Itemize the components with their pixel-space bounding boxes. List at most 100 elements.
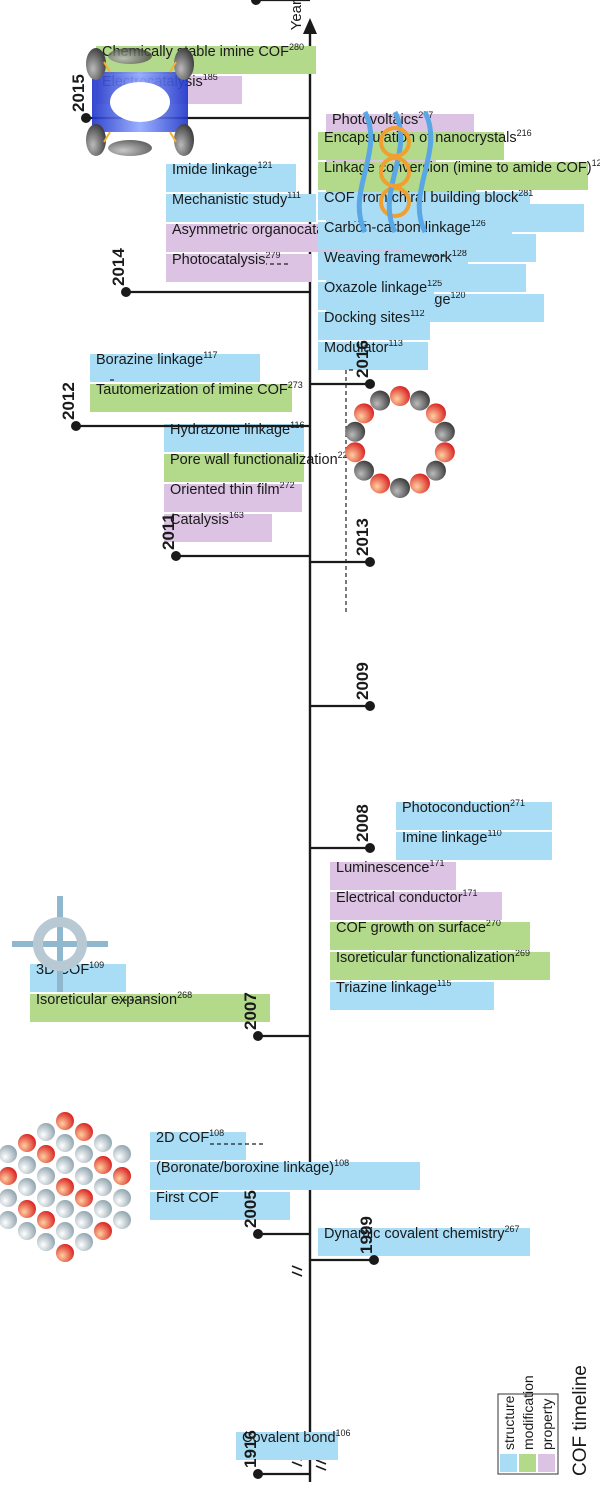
event-item-box — [330, 952, 550, 980]
event-item-box — [318, 192, 530, 220]
illustration-connectors — [110, 255, 446, 1145]
event-item-box — [164, 484, 302, 512]
illustration-dynamic-cof-cage — [86, 48, 194, 156]
event-item-label: Tautomerization of imine COF273 — [96, 380, 303, 398]
event-item-label: Triazine linkage115 — [336, 978, 451, 996]
event-item-label: Imine linkage110 — [402, 828, 502, 846]
event-year-label: 2013 — [353, 518, 372, 556]
event-item-label: Carbon-carbon linkage126 — [324, 218, 486, 236]
event-item-label: Hydrazone linkage116 — [170, 420, 304, 438]
event-item-box — [30, 994, 270, 1022]
event-item-box — [150, 1132, 246, 1160]
event-dot — [369, 1255, 379, 1265]
event-dot — [251, 0, 261, 5]
event-item-label: First COF — [156, 1190, 219, 1206]
axis-label-year: Year — [288, 0, 305, 30]
event-item-label: Docking sites112 — [324, 308, 425, 326]
event-year-label: 1999 — [357, 1216, 376, 1254]
legend-swatch-modification — [519, 1454, 536, 1472]
event-item-label: Imide linkage121 — [172, 160, 272, 178]
event-item-box — [90, 354, 260, 382]
event-2012: Tautomerization of imine COF273 Borazine … — [59, 350, 310, 431]
event-year-label: 2011 — [159, 513, 178, 550]
event-year-label: 2016 — [353, 340, 372, 378]
event-dot — [365, 557, 375, 567]
event-item-box — [150, 1192, 290, 1220]
event-item-box — [96, 46, 316, 74]
event-item-box — [318, 252, 468, 280]
event-year-label: 2007 — [241, 992, 260, 1030]
event-item-label: Isoreticular functionalization269 — [336, 948, 530, 966]
event-item-label: Oriented thin film272 — [170, 480, 295, 498]
event-item-box — [318, 1228, 530, 1256]
event-dot — [121, 287, 131, 297]
illustration-pore-wall-ring — [345, 386, 455, 498]
event-2017: Dynamic COF2392017 — [251, 0, 310, 5]
event-item-label: Linkage conversion (imine to amide COF)1… — [324, 158, 600, 176]
event-item-box — [164, 514, 272, 542]
event-item-box — [318, 282, 434, 310]
event-item-label: Mechanistic study111 — [172, 190, 301, 208]
event-year-label: 2014 — [109, 248, 128, 286]
legend-swatch-structure — [500, 1454, 517, 1472]
event-dot — [81, 113, 91, 123]
event-2005: First COF(Boronate/boroxine linkage)1082… — [150, 1128, 420, 1239]
event-item-box — [30, 964, 126, 992]
event-dot — [365, 843, 375, 853]
legend-label-modification: modification — [520, 1375, 536, 1450]
legend-label-structure: structure — [501, 1395, 517, 1450]
event-item-box — [396, 832, 552, 860]
event-item-label: Weaving framework128 — [324, 248, 467, 266]
event-year-label: 2015 — [69, 74, 88, 112]
illustration-weaving-framework — [356, 110, 434, 234]
event-item-box — [164, 454, 304, 482]
event-dot — [171, 551, 181, 561]
event-dot — [365, 701, 375, 711]
event-dot — [253, 1031, 263, 1041]
event-item-box — [318, 132, 504, 160]
event-item-box — [166, 254, 312, 282]
event-dot — [253, 1229, 263, 1239]
event-item-label: Oxazole linkage125 — [324, 278, 442, 296]
event-item-label: Borazine linkage117 — [96, 350, 218, 368]
legend-box — [497, 1393, 559, 1475]
event-item-label: COF growth on surface270 — [336, 918, 501, 936]
event-item-label: Pore wall functionalization221 — [170, 450, 353, 468]
event-item-label: Electrical conductor171 — [336, 888, 478, 906]
event-item-label: Catalysis163 — [170, 510, 244, 528]
event-dot — [71, 421, 81, 431]
event-item-label: (Boronate/boroxine linkage)108 — [156, 1158, 349, 1176]
axis-break-2 — [291, 1265, 303, 1277]
legend-title: COF timeline — [570, 1365, 591, 1476]
event-item-label: Dynamic covalent chemistry267 — [324, 1224, 520, 1242]
event-item-box — [396, 802, 552, 830]
illustration-3d-cof-network — [12, 896, 108, 992]
event-item-box — [150, 1162, 420, 1190]
event-year-label: 2008 — [353, 804, 372, 842]
event-item-label: Photocatalysis279 — [172, 250, 281, 268]
event-item-label: Photovoltaics277 — [332, 110, 433, 128]
event-dot — [253, 1469, 263, 1479]
event-year-label: 1916 — [241, 1430, 260, 1468]
event-item-box — [330, 892, 502, 920]
event-item-box — [330, 922, 530, 950]
event-item-box — [90, 384, 292, 412]
event-dot — [365, 379, 375, 389]
event-item-label: Photoconduction271 — [402, 798, 525, 816]
event-2011: Catalysis163 Oriented thin film272 Pore wa… — [159, 420, 353, 561]
event-item-label: Encapsulation of nanocrystals216 — [324, 128, 532, 146]
event-item-label: Covalent bond106 — [242, 1428, 351, 1446]
event-item-label: COF from chiral building block281 — [324, 188, 533, 206]
event-item-box — [236, 1432, 338, 1460]
axis-arrow — [303, 18, 317, 34]
event-2008: Triazine linkage115 Isoreticular function… — [310, 804, 550, 1010]
